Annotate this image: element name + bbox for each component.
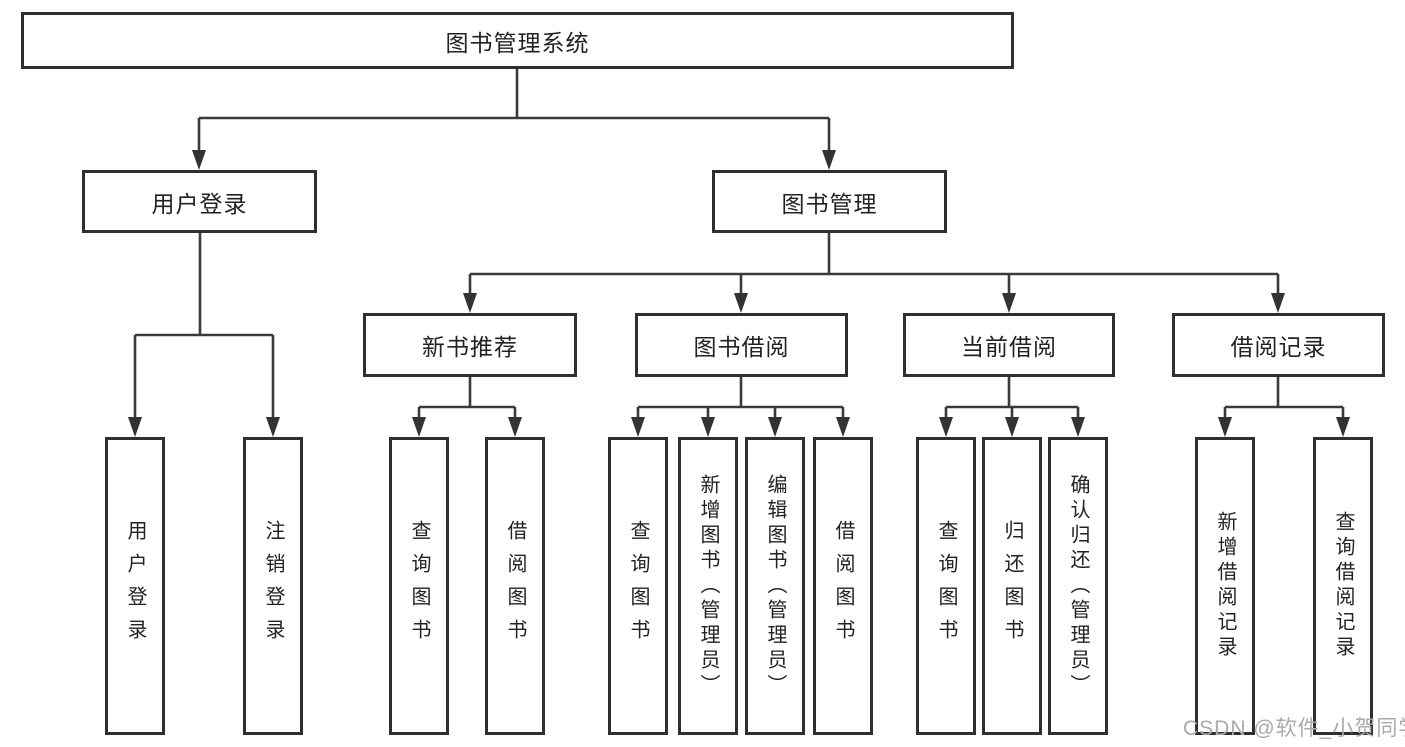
arrow-down-icon [734,293,748,313]
leaf-label: 归还图书 [1001,520,1023,652]
node-current-borrow: 当前借阅 [903,313,1115,377]
leaf-return-books: 归还图书 [982,437,1042,735]
leaf-label: 借阅图书 [832,520,854,652]
leaf-query-books-recommend: 查询图书 [389,437,449,735]
edge-current-borrow-to-leaves [944,377,1080,419]
leaf-label: 确认归还（管理员） [1067,473,1089,699]
arrow-down-icon [701,417,715,437]
leaf-query-books-borrow: 查询图书 [608,437,668,735]
leaf-label: 用户登录 [124,520,146,652]
leaf-add-borrow-record: 新增借阅记录 [1195,437,1255,735]
leaf-edit-books-admin: 编辑图书（管理员） [745,437,805,735]
leaf-user-login: 用户登录 [105,437,165,735]
arrow-down-icon [463,293,477,313]
arrow-down-icon [822,150,836,170]
leaf-label: 新增借阅记录 [1214,511,1236,661]
edge-root-to-level1 [197,69,831,152]
node-label: 用户登录 [151,190,248,217]
leaf-borrow-books: 借阅图书 [813,437,873,735]
arrow-down-icon [1005,417,1019,437]
node-book-management: 图书管理 [712,170,947,233]
node-label: 借阅记录 [1230,334,1327,360]
leaf-label: 查询图书 [627,520,649,652]
arrow-down-icon [266,417,280,437]
edge-new-book-recommend-to-leaves [417,377,517,419]
leaf-query-borrow-record: 查询借阅记录 [1313,437,1373,735]
arrow-down-icon [508,417,522,437]
node-label: 图书借阅 [693,334,790,360]
node-label: 新书推荐 [422,334,518,360]
arrowheads [128,150,1350,437]
leaf-query-books-current: 查询图书 [916,437,976,735]
arrow-down-icon [1218,417,1232,437]
node-library-system: 图书管理系统 [21,12,1014,69]
leaf-logout: 注销登录 [243,437,303,735]
arrow-down-icon [412,417,426,437]
leaf-label: 查询图书 [935,520,957,652]
node-borrow-records: 借阅记录 [1172,313,1385,377]
leaf-label: 注销登录 [262,520,284,652]
arrow-down-icon [1271,293,1285,313]
leaf-add-books-admin: 新增图书（管理员） [678,437,738,735]
leaf-label: 新增图书（管理员） [697,473,719,699]
node-label: 图书管理 [781,190,878,217]
node-label: 当前借阅 [961,334,1057,360]
arrow-down-icon [192,150,206,170]
node-new-book-recommend: 新书推荐 [363,313,577,377]
leaf-label: 查询借阅记录 [1332,511,1354,661]
csdn-watermark: CSDN @软件_小贺同学 [1183,717,1405,740]
edge-book-management-to-groups [468,233,1280,295]
arrow-down-icon [939,417,953,437]
leaf-label: 编辑图书（管理员） [764,473,786,699]
leaf-label: 查询图书 [408,520,430,652]
arrow-down-icon [1336,417,1350,437]
arrow-down-icon [836,417,850,437]
edge-user-login-to-leaves [133,233,275,419]
node-label: 图书管理系统 [445,29,590,56]
edge-borrow-records-to-leaves [1223,377,1345,419]
node-user-login: 用户登录 [82,170,317,233]
leaf-confirm-return-admin: 确认归还（管理员） [1048,437,1108,735]
arrow-down-icon [1002,293,1016,313]
edge-book-borrow-to-leaves [636,377,845,419]
leaf-borrow-books-recommend: 借阅图书 [485,437,545,735]
arrow-down-icon [1071,417,1085,437]
leaf-label: 借阅图书 [504,520,526,652]
arrow-down-icon [768,417,782,437]
arrow-down-icon [128,417,142,437]
arrow-down-icon [631,417,645,437]
node-book-borrow: 图书借阅 [635,313,848,377]
